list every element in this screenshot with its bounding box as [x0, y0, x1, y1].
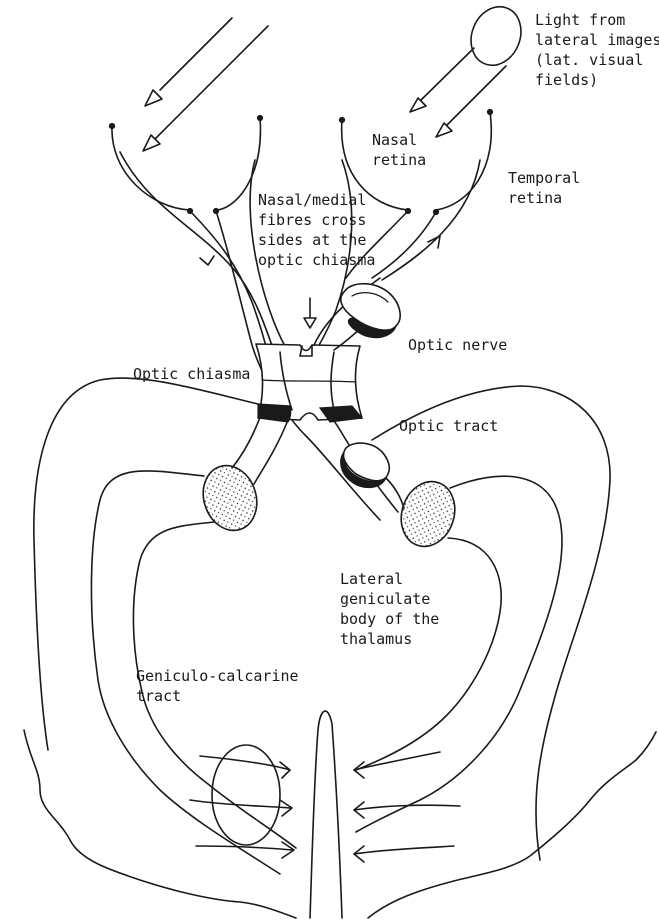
calcarine-fissure	[310, 711, 342, 918]
lateral-geniculate-label: Lateral geniculate body of the thalamus	[340, 569, 439, 649]
left-lateral-geniculate-body	[195, 459, 265, 538]
optic-nerve-structure	[314, 278, 400, 350]
light-arrows-left-icon	[143, 18, 268, 151]
fibres-cross-label: Nasal/medial fibres cross sides at the o…	[258, 190, 375, 270]
optic-tract-structure	[341, 443, 390, 487]
left-hemisphere-outline	[34, 378, 296, 874]
light-source-icon	[410, 0, 529, 137]
optic-nerve-label: Optic nerve	[408, 335, 507, 355]
left-terminal-fibres	[190, 745, 294, 858]
optic-chiasma-label: Optic chiasma	[133, 364, 250, 384]
chiasma-pointer-arrow-icon	[304, 298, 316, 328]
light-from-lateral-label: Light from lateral images (lat. visual f…	[535, 10, 659, 90]
temporal-retina-label: Temporal retina	[508, 168, 580, 208]
optic-tract-label: Optic tract	[399, 416, 498, 436]
geniculo-calcarine-label: Geniculo-calcarine tract	[136, 666, 299, 706]
optic-chiasma-structure	[256, 344, 362, 422]
occipital-cortex-edge-right	[368, 732, 656, 918]
nasal-retina-label: Nasal retina	[372, 130, 426, 170]
left-retina	[110, 116, 263, 214]
occipital-cortex-edge	[24, 730, 296, 918]
